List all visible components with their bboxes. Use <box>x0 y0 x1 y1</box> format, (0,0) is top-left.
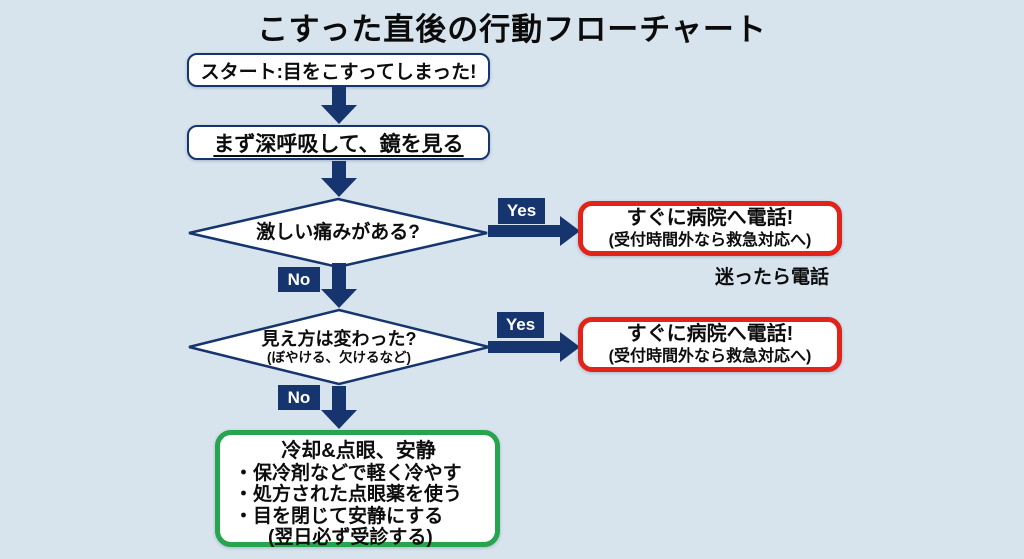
arrow-shaft <box>332 386 346 410</box>
step-breathe-node: まず深呼吸して、鏡を見る <box>187 125 490 160</box>
arrow-head <box>321 410 357 429</box>
emergency-call-node-1: すぐに病院へ電話! (受付時間外なら救急対応へ) <box>578 201 842 256</box>
start-node-label: スタート:目をこすってしまった! <box>200 61 477 83</box>
no-label-2: No <box>278 385 320 410</box>
arrow-shaft <box>332 87 346 105</box>
emergency-call-node-2: すぐに病院へ電話! (受付時間外なら救急対応へ) <box>578 317 842 372</box>
start-node: スタート:目をこすってしまった! <box>187 53 490 87</box>
arrow-head <box>321 178 357 197</box>
arrow-down-3-icon <box>321 263 357 308</box>
arrow-yes-2-icon <box>488 332 580 362</box>
note-call-text: 迷ったら電話 <box>714 267 829 288</box>
arrow-shaft <box>488 225 560 237</box>
decision-vision-question: 見え方は変わった? <box>261 328 417 349</box>
decision-vision-detail: (ぼやける、欠けるなど) <box>267 349 411 365</box>
no-label-1: No <box>278 267 320 292</box>
care-title: 冷却&点眼、安静 <box>281 440 436 462</box>
care-footnote: (翌日必ず受診する) <box>268 527 433 548</box>
arrow-shaft <box>332 161 346 178</box>
emergency-line1: すぐに病院へ電話! <box>626 323 794 345</box>
yes-label-1: Yes <box>498 198 545 224</box>
arrow-down-2-icon <box>321 161 357 197</box>
arrow-down-4-icon <box>321 386 357 429</box>
arrow-head <box>321 289 357 308</box>
emergency-line2: (受付時間外なら救急対応へ) <box>608 348 812 365</box>
arrow-down-1-icon <box>321 87 357 124</box>
arrow-shaft <box>332 263 346 289</box>
care-item: ・処方された点眼薬を使う <box>234 484 463 506</box>
decision-pain-node: 激しい痛みがある? <box>186 197 490 269</box>
arrow-yes-1-icon <box>488 216 580 246</box>
yes-label-2: Yes <box>497 312 544 338</box>
care-node: 冷却&点眼、安静 ・保冷剤などで軽く冷やす ・処方された点眼薬を使う ・目を閉じ… <box>215 430 500 548</box>
page-title: こすった直後の行動フローチャート <box>257 12 767 47</box>
arrow-head <box>321 105 357 124</box>
care-item: ・目を閉じて安静にする <box>234 505 444 527</box>
arrow-head <box>560 216 580 246</box>
arrow-shaft <box>488 341 560 353</box>
emergency-line2: (受付時間外なら救急対応へ) <box>608 232 812 249</box>
decision-pain-question: 激しい痛みがある? <box>256 222 420 244</box>
care-item: ・保冷剤などで軽く冷やす <box>234 462 462 484</box>
decision-diamond-shape <box>188 308 490 386</box>
emergency-line1: すぐに病院へ電話! <box>626 207 794 229</box>
arrow-head <box>560 332 580 362</box>
step-breathe-label: まず深呼吸して、鏡を見る <box>213 132 464 156</box>
decision-vision-node: 見え方は変わった? (ぼやける、欠けるなど) <box>186 308 492 386</box>
